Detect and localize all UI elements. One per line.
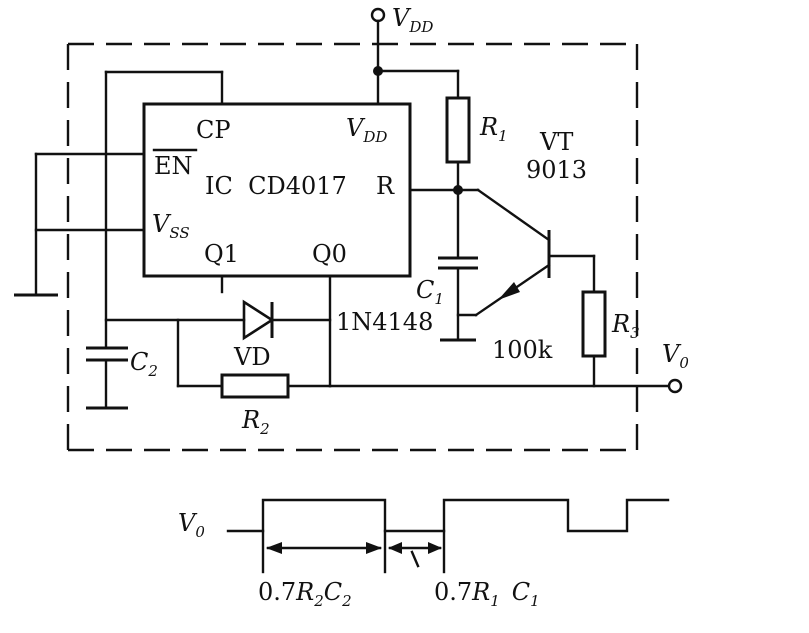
resistor-r2 (176, 318, 332, 399)
ic-pin-vss: VSS (152, 210, 190, 242)
resistor-r1 (408, 96, 471, 260)
transistor-vt (456, 188, 596, 317)
ic-pin-cp: CP (196, 116, 231, 144)
r3-value-label: 100k (492, 336, 553, 364)
vt-part-label: 9013 (526, 156, 587, 184)
capacitor-c1 (438, 256, 478, 342)
vdd-terminal (370, 7, 460, 105)
ic-pin-q1: Q1 (204, 240, 239, 268)
capacitor-c2 (86, 346, 128, 410)
resistor-r3 (581, 254, 607, 388)
c2-label: C2 (130, 348, 158, 380)
c1-label: C1 (416, 276, 444, 308)
ic-name: IC CD4017 (205, 172, 347, 200)
ic-pin-q0: Q0 (312, 240, 347, 268)
output-bus (328, 378, 683, 394)
ic-pin-vdd: VDD (346, 114, 387, 146)
cp-line (104, 70, 246, 350)
r3-label: R3 (611, 310, 640, 342)
vt-label: VT (539, 128, 573, 156)
output-waveform (226, 498, 670, 533)
r1-label: R1 (479, 113, 508, 145)
diode-part-label: 1N4148 (336, 308, 433, 336)
timing-label-high: 0.7R2C2 (258, 578, 352, 610)
vo-label: V0 (662, 340, 689, 372)
ic-pin-en: EN (154, 152, 193, 180)
diode-vd (242, 299, 332, 341)
timing-markers (261, 529, 446, 574)
dashed-enclosure (66, 42, 639, 452)
r2-label: R2 (241, 406, 270, 438)
ic-pin-r: R (376, 172, 395, 200)
vdd-supply-label: VDD (392, 4, 433, 36)
waveform-label: V0 (178, 509, 205, 541)
ground-wiring (14, 152, 146, 297)
diode-vd-label: VD (233, 343, 271, 371)
